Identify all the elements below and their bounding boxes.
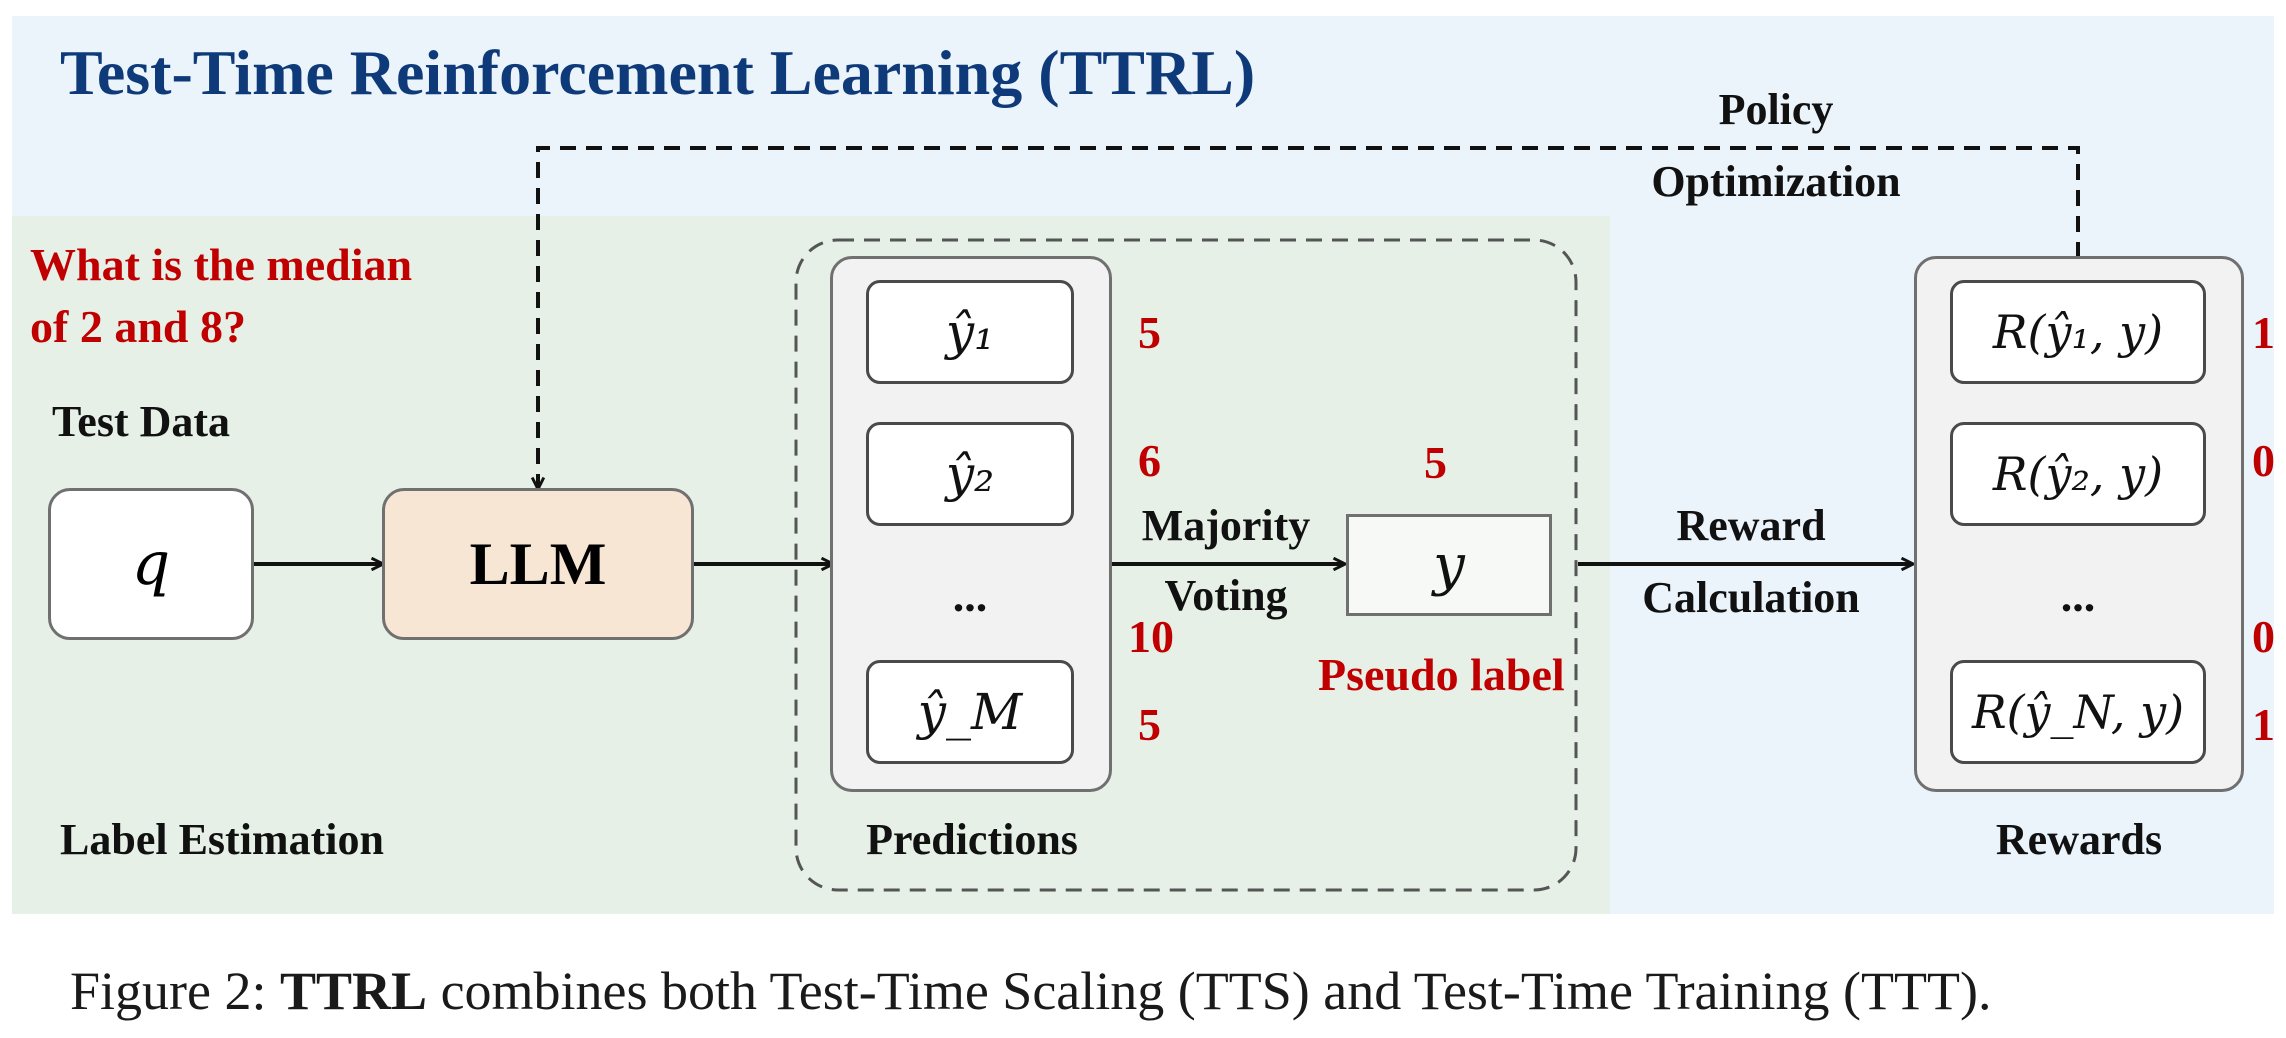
vote-count: 10 xyxy=(1128,611,1174,662)
llm-label: LLM xyxy=(469,530,607,597)
caption-bold: TTRL xyxy=(280,961,428,1021)
policy-label-line1: Policy xyxy=(1718,85,1834,134)
pseudo-label-box: y xyxy=(1346,514,1552,616)
reward-value: 0 xyxy=(2252,611,2275,662)
llm-box: LLM xyxy=(382,488,694,640)
predictions-label: Predictions xyxy=(866,815,1078,864)
pseudo-label-caption: Pseudo label xyxy=(1318,649,1565,700)
pseudo-label-value: 5 xyxy=(1424,437,1447,488)
reward-item: R(ŷ_N, y) xyxy=(1950,660,2206,764)
policy-optimization-arrow xyxy=(538,146,2080,488)
voting-group-outline xyxy=(794,238,1578,892)
reward-item: R(ŷ₂, y) xyxy=(1950,422,2206,526)
vote-count: 6 xyxy=(1138,435,1161,486)
reward-calculation-line2: Calculation xyxy=(1642,573,1860,622)
prediction-item: ŷ₂ xyxy=(866,422,1074,526)
rewards-label: Rewards xyxy=(1995,815,2163,864)
prediction-item: ŷ_M xyxy=(866,660,1074,764)
reward-ellipsis: ... xyxy=(2060,569,2096,621)
caption-prefix: Figure 2: xyxy=(70,961,280,1021)
label-estimation-label: Label Estimation xyxy=(60,815,384,864)
majority-label-line2: Voting xyxy=(1164,571,1288,620)
prediction-ellipsis: ... xyxy=(952,569,988,621)
question-line1: What is the median xyxy=(30,239,413,290)
reward-value: 1 xyxy=(2252,307,2275,358)
policy-label-line2: Optimization xyxy=(1651,157,1901,206)
vote-count: 5 xyxy=(1138,307,1161,358)
test-data-label: Test Data xyxy=(52,397,231,446)
reward-calculation-line1: Reward xyxy=(1676,501,1826,550)
query-box: q xyxy=(48,488,254,640)
query-symbol: q xyxy=(131,529,171,599)
diagram-title: Test-Time Reinforcement Learning (TTRL) xyxy=(60,37,1256,108)
reward-item: R(ŷ₁, y) xyxy=(1950,280,2206,384)
reward-value: 0 xyxy=(2252,435,2275,486)
figure-caption: Figure 2: TTRL combines both Test-Time S… xyxy=(70,960,1991,1022)
question-line2: of 2 and 8? xyxy=(30,301,246,352)
caption-rest: combines both Test-Time Scaling (TTS) an… xyxy=(427,961,1992,1021)
majority-label-line1: Majority xyxy=(1141,501,1311,550)
reward-value: 1 xyxy=(2252,699,2275,750)
prediction-item: ŷ₁ xyxy=(866,280,1074,384)
vote-count: 5 xyxy=(1138,699,1161,750)
